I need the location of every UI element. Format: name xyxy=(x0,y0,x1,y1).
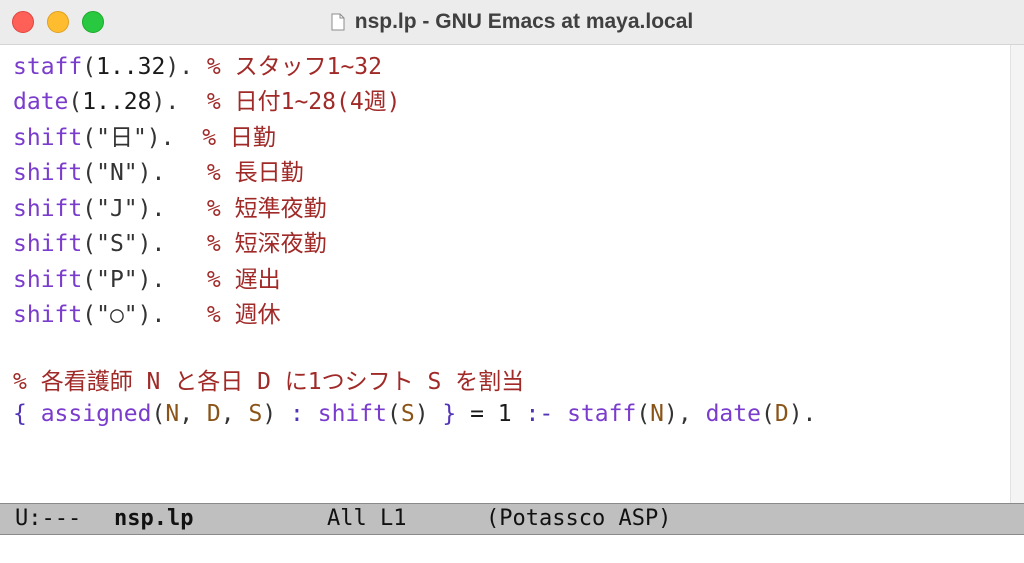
code-comment: % 日付1~28(4週) xyxy=(179,89,401,115)
code-token: { xyxy=(13,401,41,427)
code-token: ("J"). xyxy=(82,196,166,222)
code-token: } xyxy=(442,401,457,427)
code-token: ( xyxy=(760,401,775,427)
code-token: ). xyxy=(165,54,194,80)
modeline-position: All L1 xyxy=(327,506,407,531)
code-token: shift xyxy=(13,267,83,293)
code-token: , xyxy=(179,401,207,427)
code-token: ) xyxy=(414,401,443,427)
code-token: shift xyxy=(13,160,83,186)
code-token: , xyxy=(220,401,249,427)
code-token: shift xyxy=(13,302,83,328)
code-token: ("N"). xyxy=(82,160,166,186)
code-token: shift xyxy=(13,125,83,151)
code-comment: % 各看護師 N と各日 D に1つシフト S を割当 xyxy=(13,369,525,395)
code-comment: % 週休 xyxy=(165,302,281,328)
code-line[interactable]: shift("S"). % 短深夜勤 xyxy=(13,228,327,260)
code-line[interactable]: shift("○"). % 週休 xyxy=(13,299,281,331)
code-token: D xyxy=(206,401,221,427)
code-token: ("○"). xyxy=(82,302,166,328)
code-token: ), xyxy=(664,401,706,427)
minimize-button-icon[interactable] xyxy=(47,11,69,33)
code-token: shift xyxy=(317,401,387,427)
code-line[interactable]: shift("P"). % 遅出 xyxy=(13,264,281,296)
code-token: ( xyxy=(636,401,651,427)
code-line[interactable]: date(1..28). % 日付1~28(4週) xyxy=(13,86,401,118)
code-token: ( xyxy=(151,401,166,427)
title-bar[interactable]: nsp.lp - GNU Emacs at maya.local xyxy=(0,0,1024,45)
modeline-buffer-name[interactable]: nsp.lp xyxy=(114,506,194,531)
code-token: staff xyxy=(567,401,637,427)
code-comment: % 短準夜勤 xyxy=(165,196,327,222)
code-token: ("日"). xyxy=(82,125,175,151)
minibuffer[interactable] xyxy=(0,535,1024,563)
code-line[interactable]: shift("日"). % 日勤 xyxy=(13,122,276,154)
code-token: date xyxy=(13,89,69,115)
code-token: : xyxy=(290,401,318,427)
code-token: D xyxy=(774,401,789,427)
code-token: ("P"). xyxy=(82,267,166,293)
code-token: 1..28 xyxy=(82,89,152,115)
code-comment: % スタッフ1~32 xyxy=(193,54,382,80)
code-comment: % 遅出 xyxy=(165,267,281,293)
code-comment: % 長日勤 xyxy=(165,160,304,186)
code-token: :- xyxy=(525,401,568,427)
modeline-status: U:--- xyxy=(15,506,82,531)
code-token: shift xyxy=(13,231,83,257)
code-line[interactable]: shift("N"). % 長日勤 xyxy=(13,157,304,189)
code-token: ( xyxy=(82,54,97,80)
code-token: ). xyxy=(151,89,180,115)
modeline-major-mode[interactable]: (Potassco ASP) xyxy=(486,506,672,531)
code-token: shift xyxy=(13,196,83,222)
zoom-button-icon[interactable] xyxy=(82,11,104,33)
mode-line: U:--- nsp.lp All L1 (Potassco ASP) xyxy=(0,503,1024,535)
code-token: date xyxy=(705,401,761,427)
vertical-scrollbar[interactable] xyxy=(1010,45,1024,503)
code-comment: % 日勤 xyxy=(174,125,276,151)
code-token: ). xyxy=(788,401,817,427)
code-token: ( xyxy=(68,89,83,115)
title-group: nsp.lp - GNU Emacs at maya.local xyxy=(0,0,1024,44)
document-icon[interactable] xyxy=(331,13,345,31)
code-token: ( xyxy=(386,401,401,427)
code-line[interactable]: { assigned(N, D, S) : shift(S) } = 1 :- … xyxy=(13,398,816,430)
code-token: S xyxy=(248,401,263,427)
code-token: S xyxy=(400,401,415,427)
code-comment: % 短深夜勤 xyxy=(165,231,327,257)
code-token: 1..32 xyxy=(96,54,166,80)
code-line[interactable]: shift("J"). % 短準夜勤 xyxy=(13,193,327,225)
code-token: N xyxy=(165,401,180,427)
code-line[interactable]: % 各看護師 N と各日 D に1つシフト S を割当 xyxy=(13,366,524,398)
window-title: nsp.lp - GNU Emacs at maya.local xyxy=(354,10,694,33)
code-token: ("S"). xyxy=(82,231,166,257)
code-token: = 1 xyxy=(456,401,526,427)
code-token: staff xyxy=(13,54,83,80)
code-token: assigned xyxy=(40,401,152,427)
code-line[interactable]: staff(1..32). % スタッフ1~32 xyxy=(13,51,382,83)
code-token: ) xyxy=(262,401,291,427)
code-token: N xyxy=(650,401,665,427)
close-button-icon[interactable] xyxy=(12,11,34,33)
